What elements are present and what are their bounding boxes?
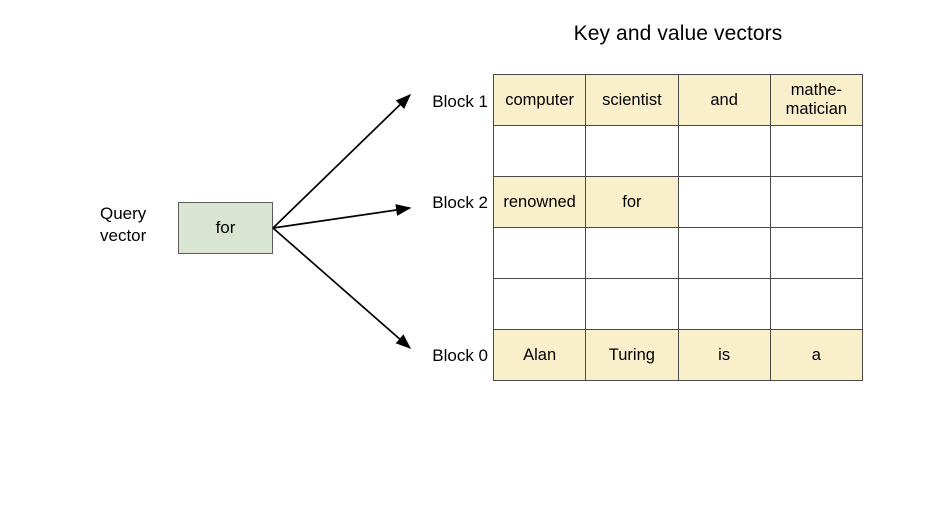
table-row [492,125,864,177]
table-cell[interactable] [769,278,864,330]
table-cell[interactable] [769,227,864,279]
table-cell[interactable] [677,125,771,177]
block-label-1: Block 1 [432,92,488,111]
table-cell[interactable]: Alan [492,329,587,381]
table-cell[interactable]: computer [492,74,587,126]
block-label-0: Block 0 [432,346,488,365]
query-vector-label: Query vector [100,203,172,247]
table-cell[interactable] [677,278,771,330]
table-cell[interactable]: is [677,329,771,381]
table-cell[interactable] [677,176,771,228]
table-cell[interactable] [492,278,587,330]
query-vector-token: for [215,218,236,237]
table-cell[interactable] [677,227,771,279]
table-cell[interactable] [492,125,587,177]
arrow-to-block-1 [272,94,411,229]
page-title: Key and value vectors [0,22,952,46]
table-cell[interactable]: Turing [585,329,679,381]
table-cell[interactable] [585,278,679,330]
arrow-to-block-0 [272,227,412,349]
query-vector-label-line2: vector [100,226,147,245]
table-row [492,227,864,279]
table-cell[interactable] [769,176,864,228]
table-cell[interactable]: and [677,74,771,126]
table-cell[interactable] [585,125,679,177]
arrow-to-block-2 [272,204,412,229]
page-title-text: Key and value vectors [573,22,783,45]
table-cell[interactable] [769,125,864,177]
table-cell[interactable]: scientist [585,74,679,126]
query-vector-box[interactable]: for [178,202,273,254]
query-vector-label-line1: Query [100,204,147,223]
table-cell[interactable]: mathe- matician [769,74,864,126]
table-cell[interactable] [585,227,679,279]
table-row [492,278,864,330]
block-label-2: Block 2 [432,193,488,212]
table-cell[interactable]: renowned [492,176,587,228]
table-cell[interactable]: for [585,176,679,228]
table-cell[interactable]: a [769,329,864,381]
table-cell[interactable] [492,227,587,279]
